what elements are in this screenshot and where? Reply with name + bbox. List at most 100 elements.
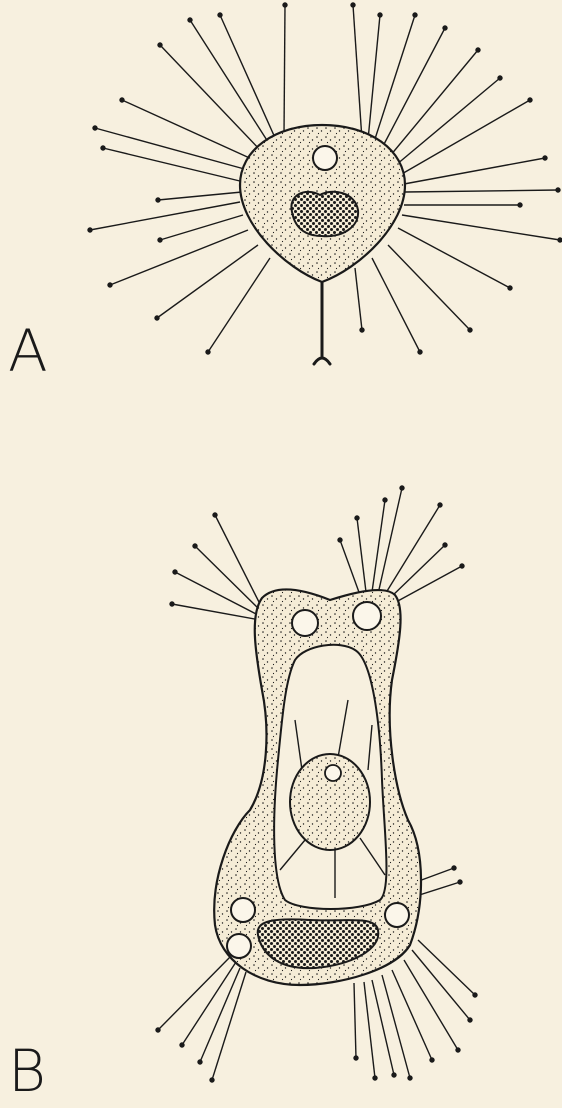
pseudopod-tip <box>468 328 472 332</box>
pseudopod-tip <box>120 98 124 102</box>
pseudopod-tip <box>468 1018 472 1022</box>
pseudopod-tip <box>354 1056 358 1060</box>
pseudopod-tip <box>543 156 547 160</box>
pseudopod-tip <box>508 286 512 290</box>
pseudopod-line <box>212 972 246 1080</box>
pseudopod-line <box>160 45 262 152</box>
figure-b-vacuole <box>385 903 409 927</box>
figure-b <box>156 486 477 1082</box>
pseudopod-tip <box>158 238 162 242</box>
pseudopod-line <box>195 546 262 612</box>
pseudopod-tip <box>378 13 382 17</box>
pseudopod-line <box>355 268 362 330</box>
figure-label-b: B <box>8 1042 46 1100</box>
pseudopod-tip <box>528 98 532 102</box>
pseudopod-tip <box>88 228 92 232</box>
pseudopod-tip <box>438 503 442 507</box>
pseudopod-tip <box>456 1048 460 1052</box>
pseudopod-tip <box>170 602 174 606</box>
pseudopod-line <box>368 15 380 140</box>
pseudopod-tip <box>360 328 364 332</box>
pseudopod-line <box>372 980 394 1075</box>
pseudopod-line <box>157 245 258 318</box>
pseudopod-line <box>372 258 420 352</box>
pseudopod-line <box>103 148 244 182</box>
pseudopod-line <box>357 518 366 592</box>
pseudopod-tip <box>383 498 387 502</box>
pseudopod-line <box>404 158 545 184</box>
pseudopod-tip <box>93 126 97 130</box>
pseudopod-line <box>390 50 478 156</box>
figure-a-stalk <box>314 282 330 364</box>
pseudopod-tip <box>198 1060 202 1064</box>
pseudopod-line <box>412 950 470 1020</box>
pseudopod-tip <box>210 1078 214 1082</box>
pseudopod-tip <box>408 1076 412 1080</box>
pseudopod-tip <box>156 1028 160 1032</box>
pseudopod-tip <box>158 43 162 47</box>
pseudopod-tip <box>558 238 562 242</box>
pseudopod-tip <box>206 350 210 354</box>
pseudopod-tip <box>218 13 222 17</box>
figure-b-nucleolus <box>325 765 341 781</box>
figure-label-a: A <box>8 322 48 380</box>
pseudopod-tip <box>213 513 217 517</box>
pseudopod-tip <box>452 866 456 870</box>
pseudopod-tip <box>355 516 359 520</box>
pseudopod-line <box>284 5 285 135</box>
pseudopod-tip <box>156 198 160 202</box>
pseudopod-tip <box>418 350 422 354</box>
pseudopod-tip <box>101 146 105 150</box>
figure-a-vacuole <box>313 146 337 170</box>
pseudopod-tip <box>283 3 287 7</box>
pseudopod-tip <box>400 486 404 490</box>
pseudopod-line <box>158 955 232 1030</box>
figure-a <box>88 3 562 364</box>
pseudopod-tip <box>373 1076 377 1080</box>
figure-b-vacuole <box>227 934 251 958</box>
pseudopod-tip <box>460 564 464 568</box>
pseudopod-line <box>388 245 470 330</box>
pseudopod-line <box>340 540 360 595</box>
pseudopod-line <box>95 128 248 170</box>
pseudopod-line <box>122 100 254 160</box>
pseudopod-line <box>354 983 356 1058</box>
pseudopod-tip <box>338 538 342 542</box>
figure-b-vacuole <box>231 898 255 922</box>
pseudopod-tip <box>392 1073 396 1077</box>
pseudopod-tip <box>180 1043 184 1047</box>
pseudopod-line <box>378 488 402 594</box>
pseudopod-tip <box>443 26 447 30</box>
figure-b-vacuole <box>292 610 318 636</box>
pseudopod-line <box>158 192 242 200</box>
pseudopod-tip <box>518 203 522 207</box>
pseudopod-line <box>172 604 260 620</box>
pseudopod-line <box>220 15 276 140</box>
pseudopod-tip <box>173 570 177 574</box>
pseudopod-line <box>396 566 462 602</box>
pseudopod-tip <box>473 993 477 997</box>
pseudopod-tip <box>430 1058 434 1062</box>
pseudopod-line <box>364 982 375 1078</box>
pseudopod-line <box>90 202 240 230</box>
pseudopod-tip <box>188 18 192 22</box>
pseudopod-tip <box>498 76 502 80</box>
pseudopod-line <box>353 5 362 140</box>
pseudopod-line <box>382 975 410 1078</box>
pseudopod-line <box>110 230 248 285</box>
pseudopod-line <box>372 500 385 592</box>
pseudopod-line <box>405 190 558 192</box>
pseudopod-tip <box>556 188 560 192</box>
pseudopod-tip <box>193 544 197 548</box>
pseudopod-line <box>392 970 432 1060</box>
pseudopod-line <box>398 228 510 288</box>
pseudopod-tip <box>108 283 112 287</box>
pseudopod-tip <box>413 13 417 17</box>
pseudopod-tip <box>155 316 159 320</box>
pseudopod-line <box>208 258 270 352</box>
pseudopod-tip <box>443 543 447 547</box>
pseudopod-tip <box>458 880 462 884</box>
pseudopod-tip <box>476 48 480 52</box>
pseudopod-line <box>182 962 236 1045</box>
